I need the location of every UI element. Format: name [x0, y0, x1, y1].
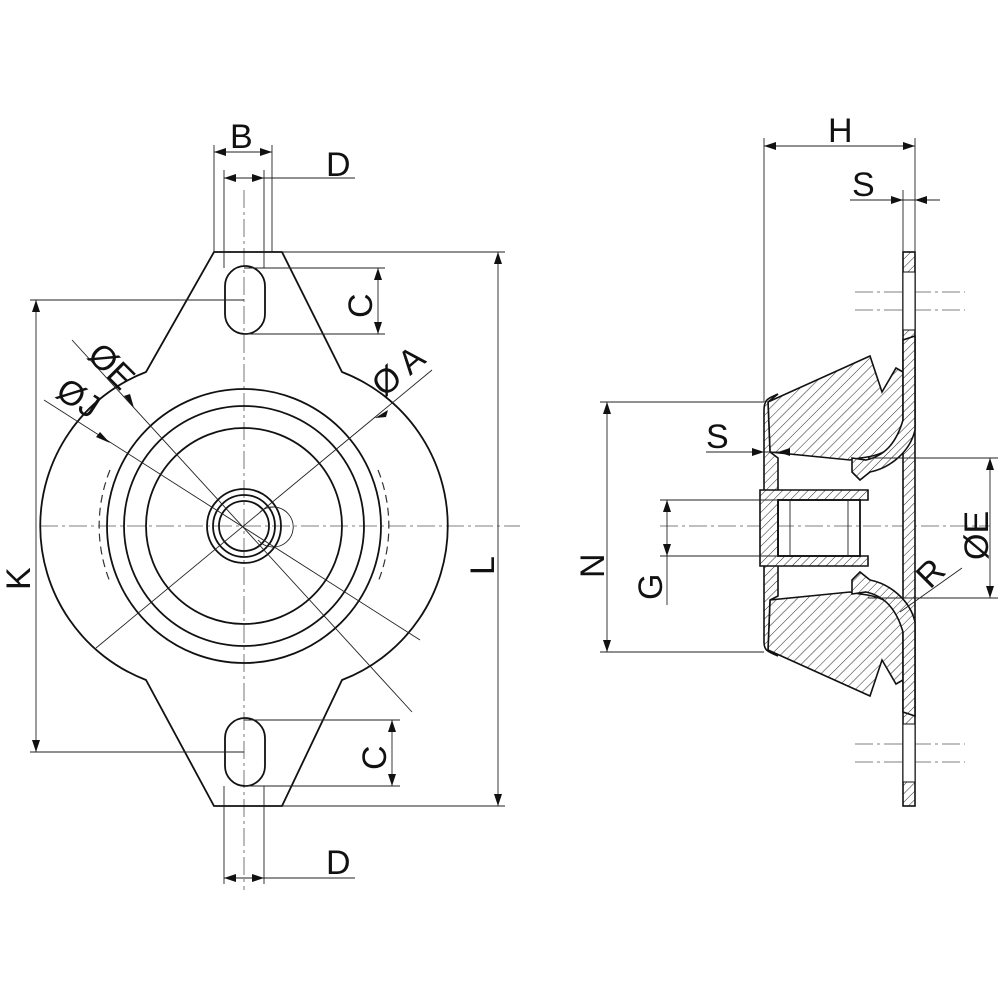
arrow-C-top-2	[374, 322, 382, 334]
arrow-phiA	[375, 410, 388, 418]
leader-R	[899, 567, 963, 613]
label-C-bottom: C	[356, 745, 394, 770]
base-plate	[902, 251, 916, 807]
front-view: B D D C C K L ØE ØJ Ø A	[0, 118, 520, 890]
inner-insert	[851, 334, 916, 482]
rubber-upper	[767, 354, 904, 461]
arrow-C-bot-1	[388, 720, 396, 732]
arrow-C-top-1	[374, 268, 382, 280]
arrow-phiE-side-2	[986, 586, 994, 598]
arrow-G-1	[663, 500, 671, 512]
arrow-S-top-2	[915, 196, 927, 204]
arrow-phiE	[124, 394, 134, 408]
arrow-H-1	[764, 142, 776, 150]
arrow-L-2	[494, 794, 502, 806]
rubber-lower	[767, 591, 904, 698]
label-G: G	[632, 574, 670, 600]
plate-hole-bottom	[902, 723, 916, 783]
leader-phiA	[95, 369, 433, 649]
arrow-S-side-1	[752, 448, 764, 456]
arrow-phiJ	[96, 432, 110, 443]
arrow-S-top-1	[891, 196, 903, 204]
bushing-outer	[206, 488, 282, 564]
rubber-inner-circle	[123, 405, 365, 647]
label-C-top: C	[342, 293, 380, 318]
bushing-bore	[777, 499, 861, 557]
label-L: L	[464, 556, 502, 575]
outer-rim-hidden-right	[377, 469, 390, 583]
label-D-top: D	[326, 146, 351, 184]
arrow-D-top-l	[224, 174, 236, 182]
label-H: H	[828, 112, 853, 150]
arrow-C-bot-2	[388, 774, 396, 786]
plate-hole-top	[902, 271, 916, 331]
cup-circle	[145, 427, 343, 625]
label-S-top: S	[852, 166, 875, 204]
bore-hole	[218, 500, 270, 552]
label-B: B	[230, 118, 253, 156]
label-N: N	[574, 553, 612, 578]
arrow-D-bot-r	[252, 874, 264, 882]
arrow-K-1	[32, 300, 40, 312]
label-K: K	[0, 567, 38, 590]
arrow-G-2	[663, 544, 671, 556]
thread-arc	[257, 506, 294, 548]
inner-insert-lower	[851, 570, 916, 718]
label-phiE-side: ØE	[958, 511, 996, 560]
arrow-D-top-r	[252, 174, 264, 182]
arrow-S-side-2	[778, 448, 790, 456]
outer-rim-hidden	[98, 469, 111, 583]
rubber-outer-circle	[106, 388, 382, 664]
side-view: H S S N G R ØE	[574, 112, 998, 807]
arrow-H-2	[903, 142, 915, 150]
arrow-N-2	[603, 640, 611, 652]
label-S-side: S	[706, 418, 729, 456]
bushing-mid	[212, 494, 276, 558]
arrow-N-1	[603, 402, 611, 414]
arrow-B-right	[260, 148, 272, 156]
arrow-L-1	[494, 252, 502, 264]
arrow-K-2	[32, 740, 40, 752]
label-phiA: Ø A	[365, 338, 433, 404]
arrow-phiE-side-1	[986, 458, 994, 470]
bushing	[759, 489, 869, 567]
arrow-D-bot-l	[224, 874, 236, 882]
arrow-B-left	[214, 148, 226, 156]
label-D-bottom: D	[326, 844, 351, 882]
